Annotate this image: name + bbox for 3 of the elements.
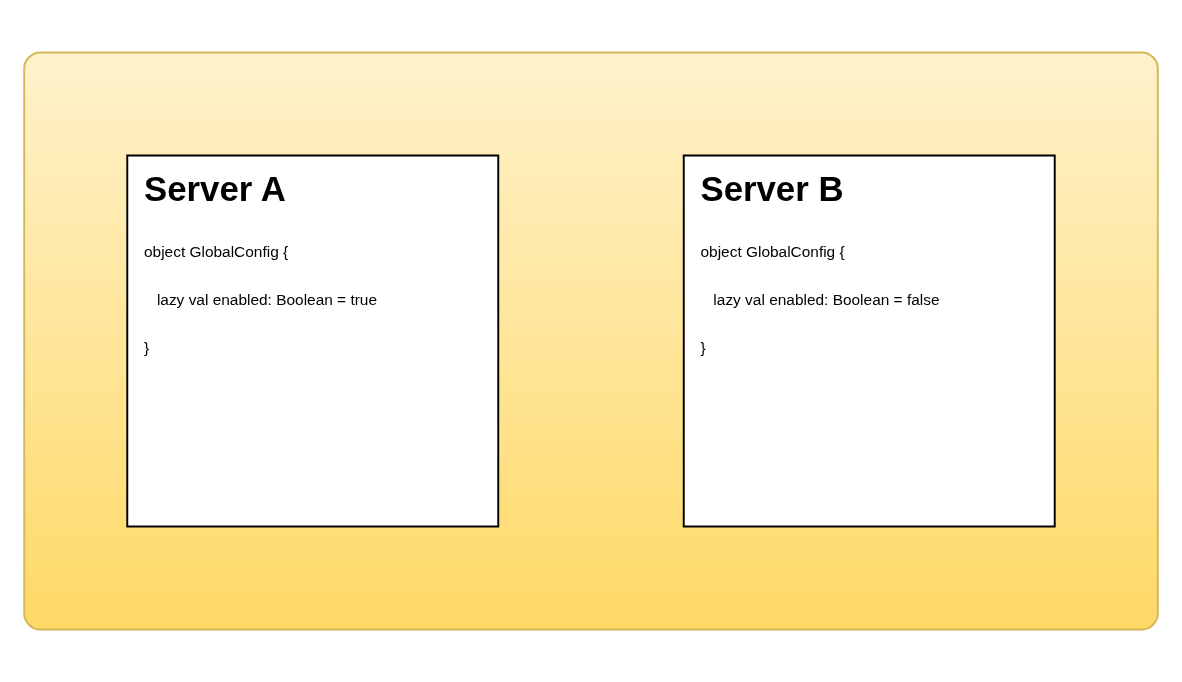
node-box: Server A object GlobalConfig { lazy val enabled: Boolean = true } bbox=[126, 154, 500, 528]
cluster bbox=[23, 51, 1159, 631]
node-box: Server B object GlobalConfig { lazy val enabled: Boolean = false } bbox=[682, 154, 1056, 528]
